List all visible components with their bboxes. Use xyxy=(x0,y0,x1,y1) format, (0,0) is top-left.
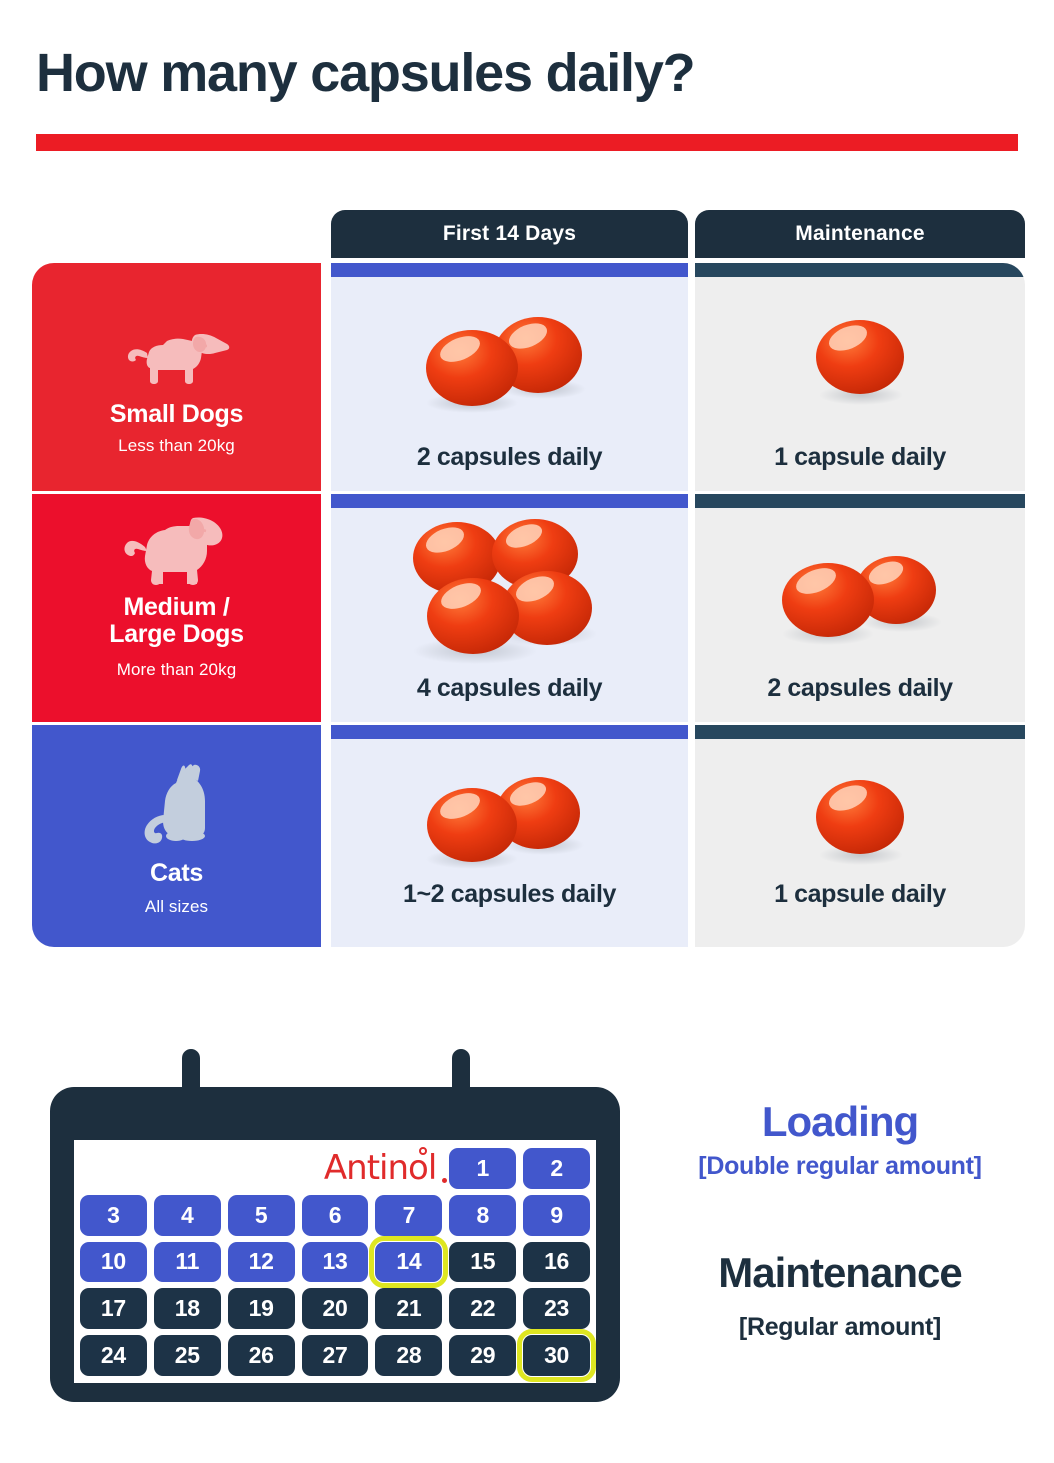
dose-label: 1~2 capsules daily xyxy=(402,880,617,908)
calendar-day-2[interactable]: 2 xyxy=(523,1148,590,1189)
calendar-day-5[interactable]: 5 xyxy=(227,1194,295,1236)
title-underline-rule xyxy=(36,134,1018,151)
antinol-wordmark-text: Antinol xyxy=(323,1148,437,1189)
calendar-day-19[interactable]: 19 xyxy=(227,1288,295,1330)
legend-maintenance-subtitle: [Regular amount] xyxy=(738,1313,942,1342)
dose-label: 1 capsule daily xyxy=(774,880,946,908)
calendar-day-20[interactable]: 20 xyxy=(301,1288,369,1330)
calendar-day-10[interactable]: 10 xyxy=(80,1241,147,1283)
cell-accent-bar xyxy=(695,263,1025,277)
animal-weight: More than 20kg xyxy=(116,660,237,679)
antinol-circle-accent-icon xyxy=(418,1147,427,1156)
calendar-day-30[interactable]: 30 xyxy=(517,1329,596,1382)
cell-accent-bar xyxy=(331,263,688,277)
calendar-day-29[interactable]: 29 xyxy=(449,1335,517,1376)
animal-panel-small-dogs: Small Dogs Less than 20kg xyxy=(32,263,321,491)
dose-cell-cats-maintenance: 1 capsule daily xyxy=(695,725,1025,947)
calendar-day-22[interactable]: 22 xyxy=(449,1288,517,1330)
calendar-day-14[interactable]: 14 xyxy=(369,1235,449,1289)
capsule-image-1 xyxy=(795,765,925,880)
calendar-day-27[interactable]: 27 xyxy=(301,1335,369,1376)
legend-maintenance-title: Maintenance xyxy=(718,1249,962,1297)
dose-cell-cats-first14: 1~2 capsules daily xyxy=(331,725,688,947)
calendar-day-13[interactable]: 13 xyxy=(301,1241,369,1283)
calendar-day-12[interactable]: 12 xyxy=(227,1241,295,1283)
cell-accent-bar xyxy=(695,494,1025,508)
animal-weight: All sizes xyxy=(144,897,209,916)
animal-panel-medium-large-dogs: Medium / Large Dogs More than 20kg xyxy=(32,494,321,722)
calendar-day-28[interactable]: 28 xyxy=(375,1335,443,1376)
dose-cell-medium-maintenance: 2 capsules daily xyxy=(695,494,1025,722)
calendar-day-18[interactable]: 18 xyxy=(153,1288,221,1330)
animal-weight: Less than 20kg xyxy=(118,436,235,455)
animal-name-line-1: Medium / xyxy=(123,593,230,621)
capsule-image-4 xyxy=(395,516,625,681)
animal-name: Cats xyxy=(150,859,203,887)
capsule-image-2 xyxy=(410,763,610,883)
calendar-day-17[interactable]: 17 xyxy=(80,1288,147,1330)
dose-cell-small-maintenance: 1 capsule daily xyxy=(695,263,1025,491)
calendar-day-21[interactable]: 21 xyxy=(375,1288,443,1330)
page-title: How many capsules daily? xyxy=(36,43,696,103)
column-header-maintenance: Maintenance xyxy=(695,210,1025,258)
calendar-day-25[interactable]: 25 xyxy=(153,1335,221,1376)
dose-label: 1 capsule daily xyxy=(774,443,946,471)
calendar-day-9[interactable]: 9 xyxy=(523,1194,590,1236)
calendar-day-26[interactable]: 26 xyxy=(227,1335,295,1376)
phase-legend: Loading [Double regular amount] Maintena… xyxy=(640,1098,1040,1342)
dose-label: 4 capsules daily xyxy=(416,674,603,702)
cat-icon xyxy=(134,763,220,852)
cell-accent-bar xyxy=(695,725,1025,739)
dose-cell-medium-first14: 4 capsules daily xyxy=(331,494,688,722)
calendar-day-15[interactable]: 15 xyxy=(449,1241,517,1283)
cell-accent-bar xyxy=(331,725,688,739)
calendar-day-24[interactable]: 24 xyxy=(80,1335,147,1376)
calendar-day-4[interactable]: 4 xyxy=(153,1194,221,1236)
animal-panel-cats: Cats All sizes xyxy=(32,725,321,947)
antinol-wordmark: Antinol xyxy=(323,1147,448,1189)
dose-label: 2 capsules daily xyxy=(767,674,953,702)
labrador-icon xyxy=(123,514,231,593)
dosage-table: First 14 Days Maintenance Small Dogs Les… xyxy=(32,210,1025,947)
antinol-registered-dot-icon xyxy=(442,1178,448,1184)
column-header-first-14-days: First 14 Days xyxy=(331,210,688,258)
calendar-day-7[interactable]: 7 xyxy=(375,1194,443,1236)
calendar-day-8[interactable]: 8 xyxy=(449,1194,517,1236)
legend-loading-title: Loading xyxy=(761,1098,919,1145)
column-header-label: First 14 Days xyxy=(442,222,577,245)
calendar-day-16[interactable]: 16 xyxy=(523,1241,590,1283)
animal-name: Small Dogs xyxy=(109,400,244,428)
dose-label: 2 capsules daily xyxy=(416,443,603,471)
calendar-day-11[interactable]: 11 xyxy=(153,1241,221,1283)
calendar-day-3[interactable]: 3 xyxy=(80,1194,147,1236)
capsule-image-2 xyxy=(410,303,610,428)
capsule-image-2 xyxy=(760,542,960,657)
cell-accent-bar xyxy=(331,494,688,508)
calendar-day-1[interactable]: 1 xyxy=(449,1148,517,1189)
animal-name: Medium / Large Dogs xyxy=(32,594,321,648)
dachshund-icon xyxy=(123,325,231,392)
calendar-day-6[interactable]: 6 xyxy=(301,1194,369,1236)
capsule-image-1 xyxy=(795,305,925,420)
legend-loading-subtitle: [Double regular amount] xyxy=(698,1152,982,1181)
calendar-day-23[interactable]: 23 xyxy=(523,1288,590,1330)
dose-cell-small-first14: 2 capsules daily xyxy=(331,263,688,491)
antinol-logo: Antinol xyxy=(80,1147,448,1189)
animal-name-line-2: Large Dogs xyxy=(109,620,244,648)
column-header-label: Maintenance xyxy=(795,222,925,245)
